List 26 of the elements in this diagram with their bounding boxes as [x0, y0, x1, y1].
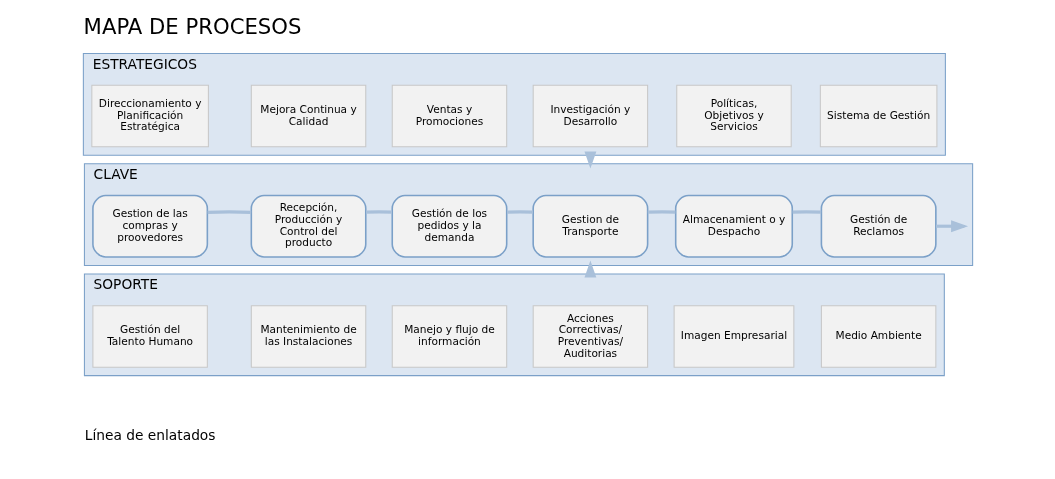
- node-box: Gestion de las compras y proovedores: [91, 194, 208, 258]
- node-box: Gestión de los pedidos y la demanda: [390, 194, 507, 258]
- node-box: Políticas, Objetivos y Servicios: [675, 84, 792, 147]
- node-box: Mantenimiento de las Instalaciones: [250, 304, 366, 368]
- arrow: [583, 260, 596, 278]
- node-box: Recepción, Producción y Control del producto: [250, 194, 367, 258]
- node-box: Gestion de Transporte: [531, 194, 648, 258]
- node-box: Acciones Correctivas/ Preventivas/ Auditorias: [532, 304, 648, 368]
- connector: [506, 209, 533, 214]
- node-box: Gestión del Talento Humano: [91, 304, 208, 368]
- connector: [207, 209, 251, 214]
- node-box: Direccionamiento y Planificación Estratégica: [90, 84, 209, 147]
- node-box: Ventas y Promociones: [391, 84, 507, 147]
- label: Línea de enlatados: [84, 426, 215, 443]
- node-box: Gestión de Reclamos: [820, 194, 937, 258]
- node-box: Manejo y flujo de información: [391, 304, 507, 368]
- connector: [792, 209, 821, 214]
- node-box: Medio Ambiente: [820, 304, 936, 368]
- connector: [365, 209, 392, 214]
- node-box: Imagen Empresarial: [673, 304, 794, 368]
- connector: [647, 209, 675, 214]
- node-box: Investigación y Desarrollo: [532, 84, 648, 147]
- node-box: Almacenamient o y Despacho: [674, 194, 793, 258]
- diagram-title: MAPA DE PROCESOS: [83, 13, 301, 39]
- node-box: Mejora Continua y Calidad: [250, 84, 366, 147]
- node-box: Sistema de Gestión: [819, 84, 937, 147]
